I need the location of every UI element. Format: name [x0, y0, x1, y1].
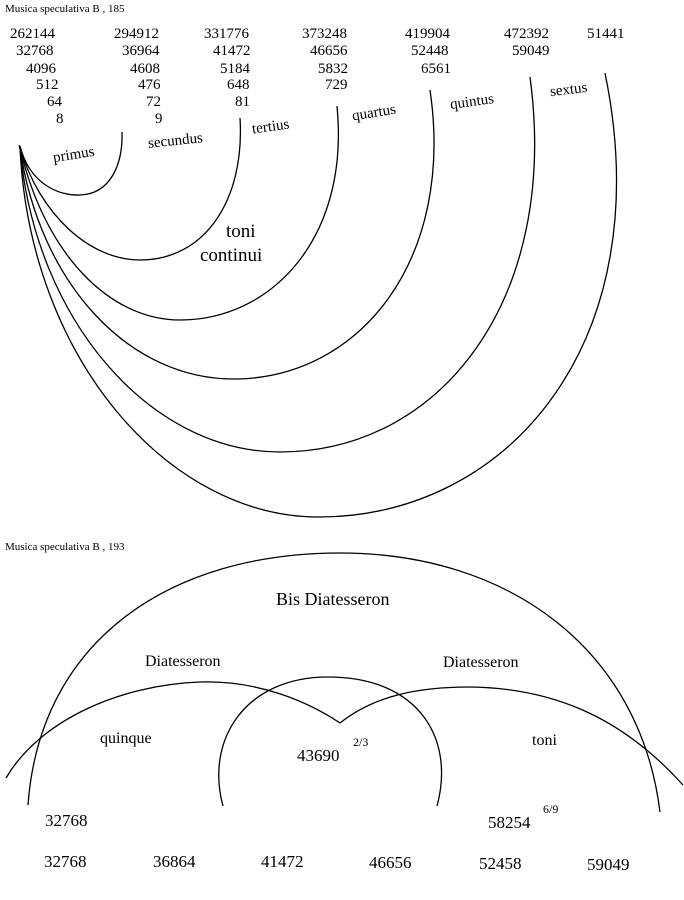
arc-apex-tick: [18, 144, 22, 153]
label-toni: toni: [532, 732, 557, 749]
label-bis-diatesseron: Bis Diatesseron: [276, 589, 390, 609]
label-toni: toni: [226, 221, 256, 242]
right-value-fraction: 6/9: [543, 802, 559, 816]
bottom-value: 59049: [587, 855, 630, 874]
arc-tertius: [19, 105, 339, 321]
middle-value-fraction: 2/3: [353, 735, 369, 749]
number: 72: [146, 94, 161, 110]
bottom-value: 41472: [261, 852, 304, 871]
arc-bis-diatesseron: [27, 552, 661, 813]
number: 648: [227, 77, 250, 93]
number: 59049: [512, 43, 550, 59]
arc-secundus: [19, 117, 242, 261]
right-value: 58254: [488, 813, 531, 832]
number: 373248: [302, 26, 347, 42]
number: 5832: [318, 61, 348, 77]
bottom-value: 52458: [479, 854, 522, 873]
number: 64: [47, 94, 62, 110]
arc-quartus: [19, 89, 435, 380]
number: 331776: [204, 26, 249, 42]
number: 512: [36, 77, 59, 93]
number: 52448: [411, 43, 449, 59]
bottom-value: 36864: [153, 852, 196, 871]
number: 36964: [122, 43, 160, 59]
figure1-caption: Musica speculativa B , 185: [5, 3, 125, 15]
number: 294912: [114, 26, 159, 42]
bottom-value: 32768: [44, 852, 87, 871]
number: 4608: [130, 61, 160, 77]
arc-diatesseron-left: [5, 681, 341, 779]
number: 729: [325, 77, 348, 93]
middle-value: 43690: [297, 746, 340, 765]
label-diatesseron-right: Diatesseron: [443, 654, 519, 671]
number: 5184: [220, 61, 250, 77]
number: 262144: [10, 26, 55, 42]
number: 46656: [310, 43, 348, 59]
arc-sextus: [19, 72, 618, 518]
arc-diatesseron-right: [339, 686, 684, 786]
number: 419904: [405, 26, 450, 42]
number: 8: [56, 111, 64, 127]
number: 81: [235, 94, 250, 110]
number: 32768: [16, 43, 54, 59]
bottom-value: 46656: [369, 853, 412, 872]
figure2-caption: Musica speculativa B , 193: [5, 541, 125, 553]
left-value: 32768: [45, 811, 88, 830]
arc-primus: [19, 131, 123, 196]
label-diatesseron-left: Diatesseron: [145, 653, 221, 670]
arc-middle: [218, 676, 443, 807]
arc-quintus: [19, 76, 536, 453]
number: 6561: [421, 61, 451, 77]
number: 472392: [504, 26, 549, 42]
number: 9: [155, 111, 163, 127]
number: 51441: [587, 26, 625, 42]
label-quinque: quinque: [100, 730, 152, 747]
label-continui: continui: [200, 245, 263, 266]
number: 41472: [213, 43, 251, 59]
number: 4096: [26, 61, 56, 77]
number: 476: [138, 77, 161, 93]
